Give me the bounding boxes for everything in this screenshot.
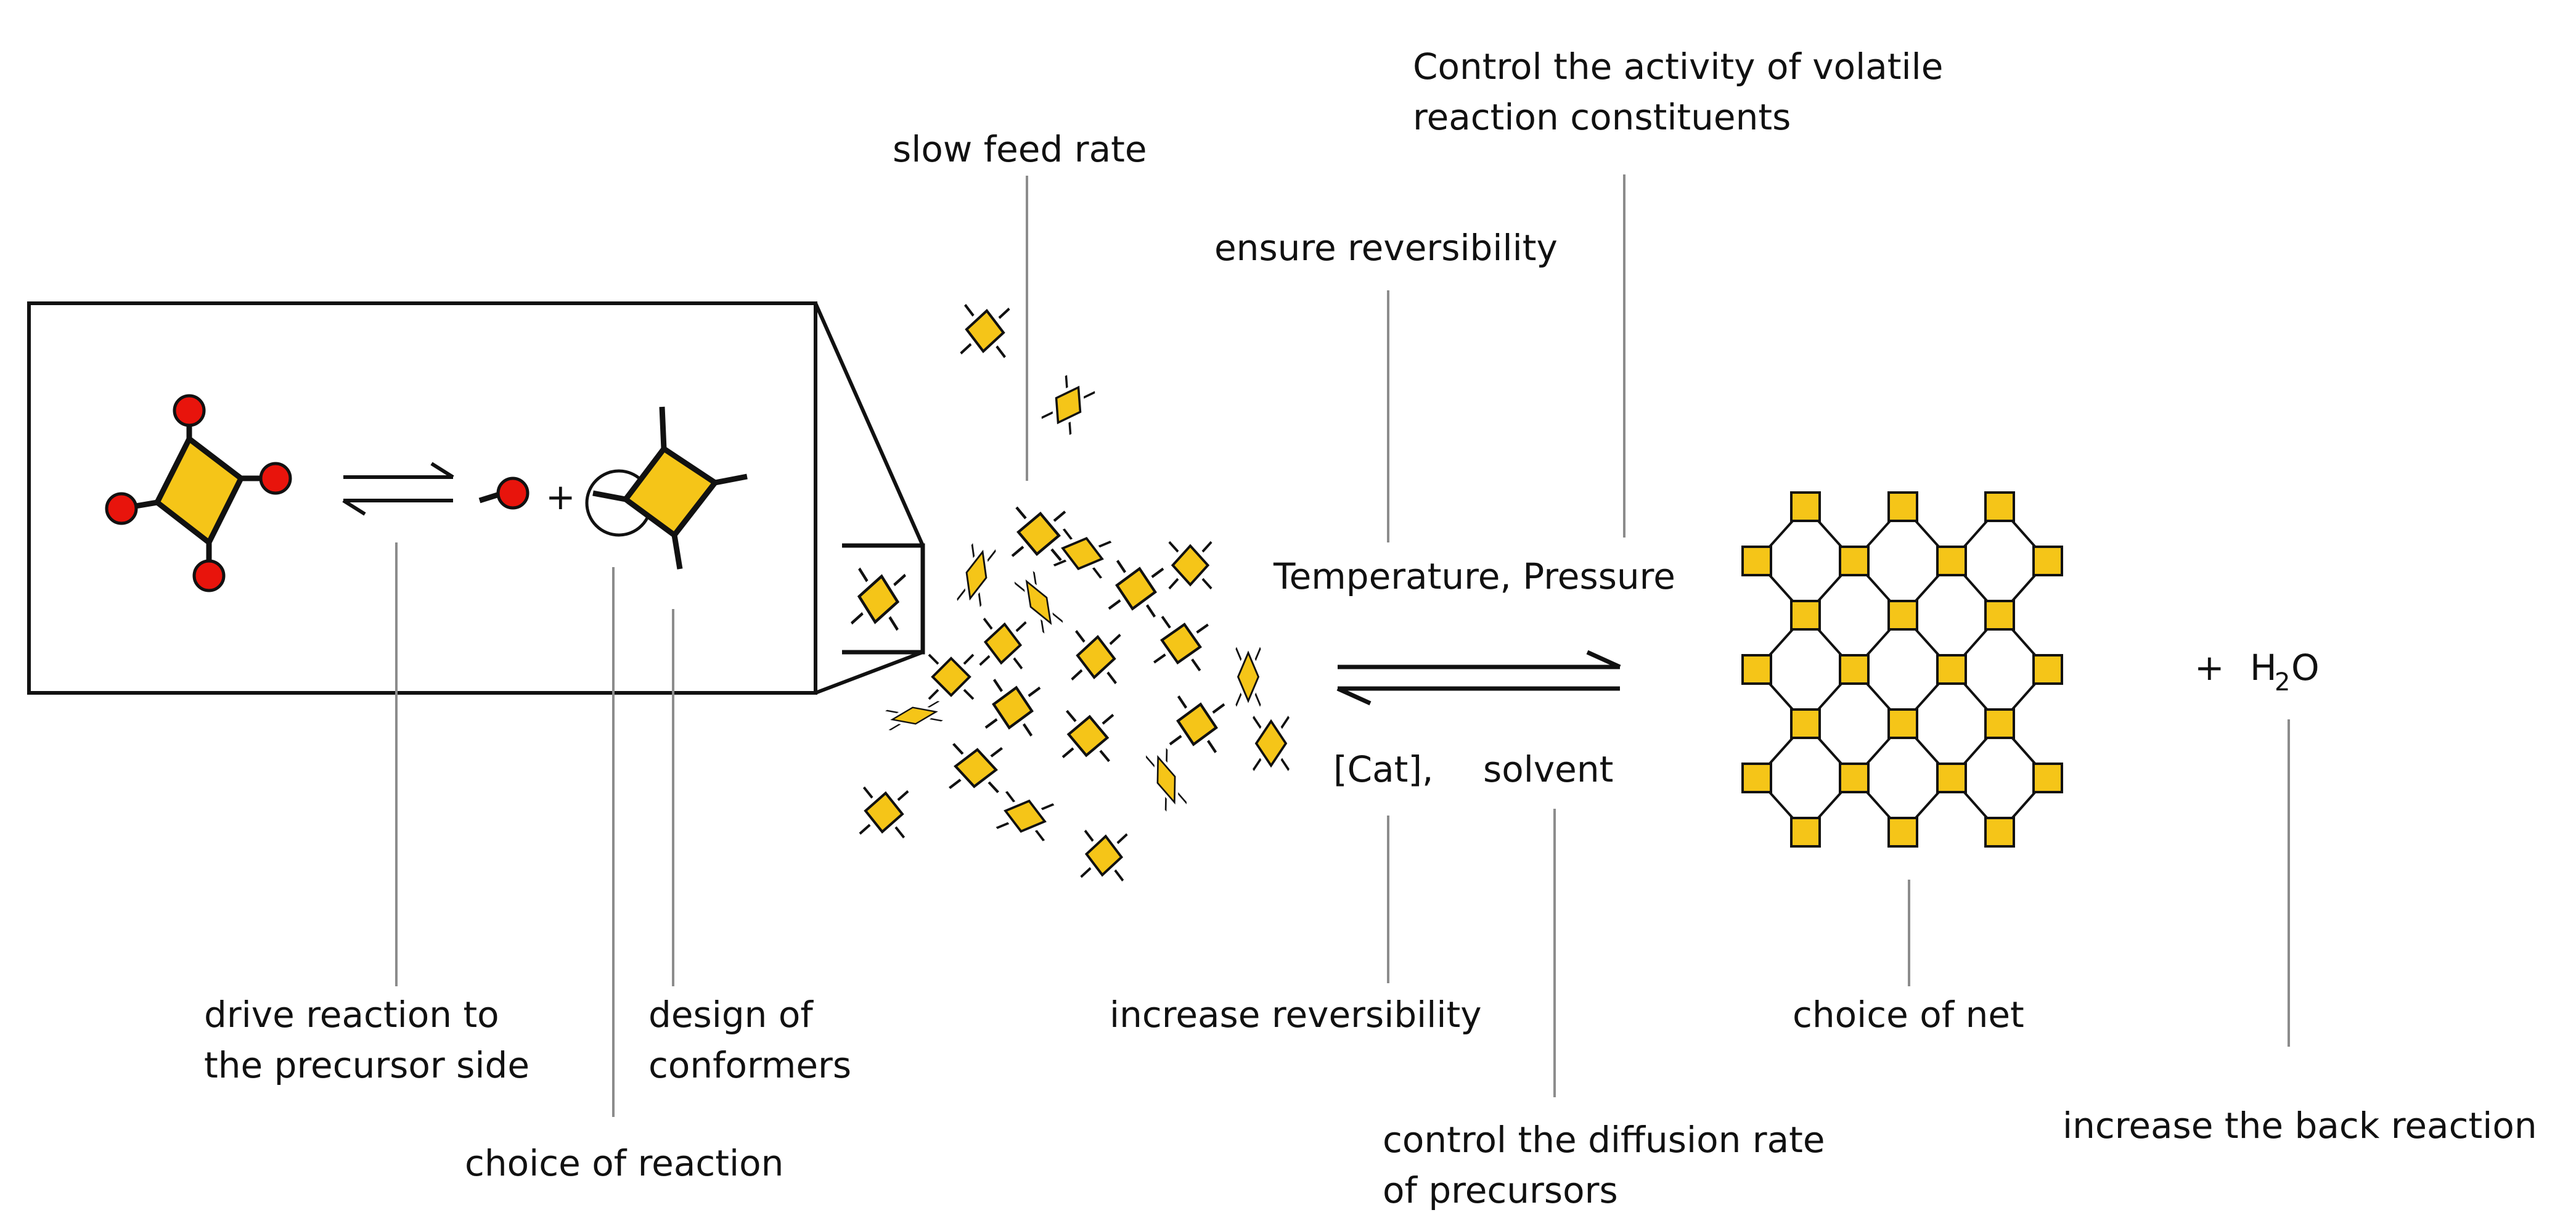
- label-temperature-pressure: Temperature, Pressure: [1273, 555, 1675, 597]
- label-increase-reversibility: increase reversibility: [1110, 994, 1482, 1036]
- reacting-conformer: [585, 406, 748, 570]
- label-ensure-reversibility: ensure reversibility: [1214, 227, 1558, 269]
- label-control-volatile-line1: Control the activity of volatile: [1413, 46, 1943, 88]
- net-node: [2032, 763, 2063, 793]
- net-node: [1790, 708, 1821, 739]
- net-node: [1790, 817, 1821, 848]
- net-node: [1887, 708, 1918, 739]
- net-node: [1887, 491, 1918, 522]
- label-plus-water-plus: +: [2194, 647, 2225, 689]
- net-node: [1790, 600, 1821, 631]
- net-node: [1741, 546, 1772, 576]
- net-node: [1984, 600, 2015, 631]
- inset-plus-sign: +: [546, 476, 576, 518]
- net-node: [1839, 546, 1870, 576]
- net-node: [1839, 654, 1870, 685]
- label-diffusion-line1: control the diffusion rate: [1383, 1119, 1825, 1161]
- net-node: [1839, 763, 1870, 793]
- net-node: [1936, 763, 1967, 793]
- label-cat: [Cat],: [1333, 748, 1433, 790]
- net-node: [1741, 654, 1772, 685]
- equilibrium-arrows-icon: [1336, 650, 1621, 706]
- label-choice-of-reaction: choice of reaction: [465, 1142, 783, 1184]
- net-node: [2032, 654, 2063, 685]
- label-choice-of-net: choice of net: [1793, 994, 2024, 1036]
- net-node: [1936, 654, 1967, 685]
- label-water-h: H: [2250, 647, 2277, 689]
- inset-source-bracket: [842, 543, 925, 655]
- net-node: [1984, 491, 2015, 522]
- net-node: [1790, 491, 1821, 522]
- label-control-volatile-line2: reaction constituents: [1413, 96, 1791, 138]
- net-node: [1984, 708, 2015, 739]
- label-back-reaction: increase the back reaction: [2063, 1105, 2537, 1147]
- label-water-o: O: [2291, 647, 2320, 689]
- net-node: [2032, 546, 2063, 576]
- net-node: [1936, 546, 1967, 576]
- net-node: [1887, 817, 1918, 848]
- label-diffusion-line2: of precursors: [1383, 1169, 1618, 1211]
- label-design-line2: conformers: [648, 1044, 851, 1086]
- inset-box: [27, 301, 925, 695]
- net-node: [1887, 600, 1918, 631]
- label-slow-feed-rate: slow feed rate: [893, 128, 1147, 170]
- label-design-line1: design of: [648, 994, 814, 1036]
- framework-net: [1741, 491, 2063, 848]
- label-solvent: solvent: [1483, 748, 1613, 790]
- label-drive-reaction-line2: the precursor side: [204, 1044, 530, 1086]
- precursor-molecule: [105, 394, 292, 592]
- net-node: [1741, 763, 1772, 793]
- label-drive-reaction-line1: drive reaction to: [204, 994, 499, 1036]
- leaving-group: [478, 476, 530, 510]
- inset-equilibrium-arrows-icon: [342, 462, 454, 516]
- label-water-subscript: 2: [2275, 668, 2290, 697]
- net-node: [1984, 817, 2015, 848]
